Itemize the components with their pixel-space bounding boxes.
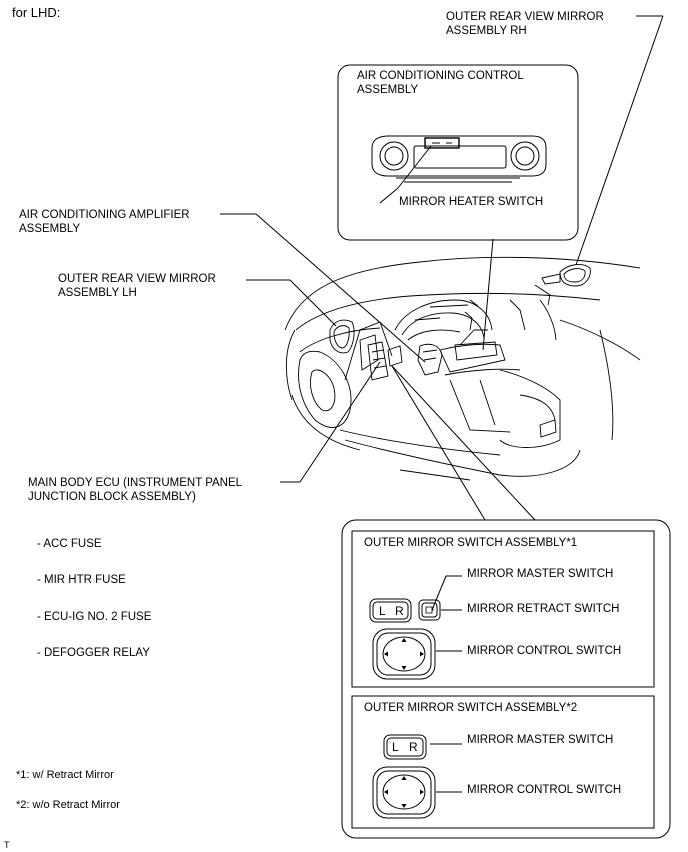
footnote-1: *1: w/ Retract Mirror [16, 769, 114, 781]
switch-panel-1-frame [351, 530, 655, 688]
control-switch-2-shape [372, 766, 436, 819]
panel-1-master-switch-label: MIRROR MASTER SWITCH [467, 568, 614, 580]
switch-assemblies-callout [341, 519, 671, 839]
switch-panel-2-title: OUTER MIRROR SWITCH ASSEMBLY*2 [364, 702, 578, 714]
mirror-heater-switch-label: MIRROR HEATER SWITCH [399, 196, 544, 208]
mirror-lh-label: OUTER REAR VIEW MIRROR ASSEMBLY LH [58, 273, 216, 299]
panel-2-key-l: L [392, 740, 399, 754]
ecu-item-ecu-ig-fuse: - ECU-IG NO. 2 FUSE [37, 611, 152, 623]
leader-lines [220, 15, 664, 793]
ecu-item-mir-htr-fuse: - MIR HTR FUSE [37, 574, 126, 586]
vehicle-interior-illustration [284, 256, 641, 481]
panel-1-key-r: R [395, 604, 404, 618]
panel-2-master-switch-label: MIRROR MASTER SWITCH [467, 734, 614, 746]
variant-label: for LHD: [12, 5, 61, 20]
main-body-ecu-label: MAIN BODY ECU (INSTRUMENT PANEL JUNCTION… [28, 477, 243, 503]
corner-mark: T [4, 840, 10, 850]
retract-switch-shape [418, 599, 441, 621]
control-switch-1-shape [372, 628, 436, 680]
panel-1-retract-switch-label: MIRROR RETRACT SWITCH [467, 603, 620, 615]
ecu-item-acc-fuse: - ACC FUSE [37, 538, 102, 550]
ac-control-label: AIR CONDITIONING CONTROL ASSEMBLY [357, 70, 524, 96]
ac-amplifier-label: AIR CONDITIONING AMPLIFIER ASSEMBLY [19, 209, 190, 235]
master-switch-1-shape [369, 598, 412, 623]
footnote-2: *2: w/o Retract Mirror [16, 799, 120, 811]
switch-panel-2-frame [351, 695, 655, 829]
panel-1-control-switch-label: MIRROR CONTROL SWITCH [467, 645, 622, 657]
mirror-rh-label: OUTER REAR VIEW MIRROR ASSEMBLY RH [446, 11, 604, 37]
panel-2-control-switch-label: MIRROR CONTROL SWITCH [467, 784, 622, 796]
switch-panel-1-title: OUTER MIRROR SWITCH ASSEMBLY*1 [364, 537, 578, 549]
ac-control-callout [337, 64, 579, 241]
master-switch-2-shape [383, 734, 427, 760]
panel-2-key-r: R [409, 740, 418, 754]
ecu-item-defogger-relay: - DEFOGGER RELAY [37, 647, 150, 659]
panel-1-key-l: L [379, 604, 386, 618]
ac-control-panel-illustration [371, 135, 547, 183]
